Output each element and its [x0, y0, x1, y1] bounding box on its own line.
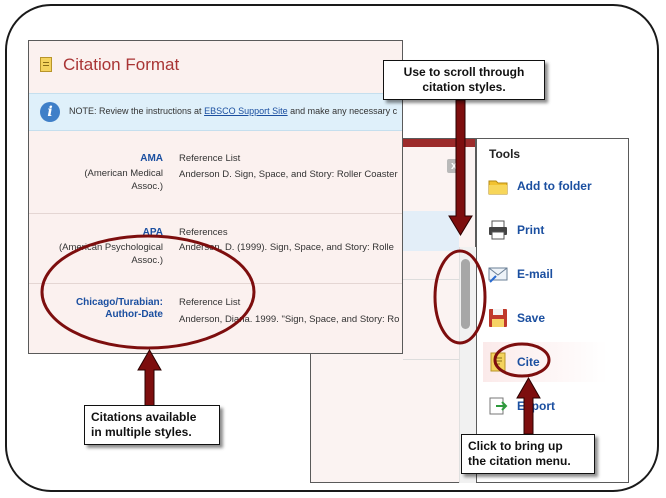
- citation-heading: Reference List: [179, 297, 241, 308]
- document-icon: [40, 57, 52, 72]
- folder-icon: [487, 175, 509, 197]
- citation-row-chicago: Chicago/Turabian: Author-Date Reference …: [29, 283, 402, 353]
- citation-heading: Reference List: [179, 153, 241, 164]
- printer-icon: [487, 219, 509, 241]
- citation-header: Citation Format: [29, 41, 402, 87]
- floppy-disk-icon: [487, 307, 509, 329]
- tool-label: E-mail: [517, 267, 554, 281]
- tool-label: Export: [517, 399, 556, 413]
- cite-menu-callout: Click to bring up the citation menu.: [461, 434, 595, 474]
- citation-style-subtitle: (American Medical Assoc.): [84, 168, 163, 192]
- citation-style-name[interactable]: AMA: [140, 153, 163, 164]
- note-text: NOTE: Review the instructions at EBSCO S…: [69, 106, 397, 116]
- citation-style-name[interactable]: APA: [142, 227, 163, 238]
- detail-divider: [403, 279, 459, 280]
- tool-print[interactable]: Print: [483, 210, 621, 250]
- citation-scrollbar-thumb[interactable]: [461, 259, 470, 329]
- info-icon: i: [40, 102, 60, 122]
- cite-document-icon: [487, 351, 509, 373]
- citation-reference: Anderson, Diana. 1999. "Sign, Space, and…: [179, 314, 400, 325]
- citation-reference: Anderson D. Sign, Space, and Story: Roll…: [179, 169, 398, 180]
- citation-note-bar: i NOTE: Review the instructions at EBSCO…: [29, 93, 402, 131]
- citation-style-name[interactable]: Chicago/Turabian: Author-Date: [75, 297, 163, 320]
- email-icon: [487, 263, 509, 285]
- citation-style-subtitle: (American Psychological Assoc.): [58, 242, 163, 266]
- scroll-callout: Use to scroll through citation styles.: [383, 60, 545, 100]
- tool-label: Save: [517, 311, 546, 325]
- tool-cite[interactable]: Cite: [483, 342, 621, 382]
- tool-label: Add to folder: [517, 179, 592, 193]
- citation-row-ama: AMA (American Medical Assoc.) Reference …: [29, 141, 402, 213]
- tool-export[interactable]: Export: [483, 386, 621, 426]
- export-icon: [487, 395, 509, 417]
- citations-callout: Citations available in multiple styles.: [84, 405, 220, 445]
- citation-heading: References: [179, 227, 228, 238]
- tool-label: Print: [517, 223, 545, 237]
- tools-title: Tools: [489, 147, 521, 161]
- citation-reference: Anderson, D. (1999). Sign, Space, and St…: [179, 242, 394, 253]
- citation-row-apa: APA (American Psychological Assoc.) Refe…: [29, 213, 402, 284]
- detail-highlight-block: [399, 211, 459, 251]
- tool-email[interactable]: E-mail: [483, 254, 621, 294]
- tools-panel: Tools Add to folder Print E-mail Save Ci…: [476, 138, 629, 483]
- note-prefix: NOTE: Review the instructions at: [69, 106, 205, 116]
- ebsco-support-link[interactable]: EBSCO Support Site: [204, 106, 288, 116]
- citation-format-window: Citation Format i NOTE: Review the instr…: [28, 40, 403, 354]
- citation-title: Citation Format: [63, 55, 180, 74]
- tool-add-to-folder[interactable]: Add to folder: [483, 166, 621, 206]
- note-suffix: and make any necessary c: [287, 106, 398, 116]
- tool-save[interactable]: Save: [483, 298, 621, 338]
- close-icon[interactable]: x: [447, 159, 461, 173]
- detail-divider: [403, 359, 459, 360]
- tool-label: Cite: [517, 355, 540, 369]
